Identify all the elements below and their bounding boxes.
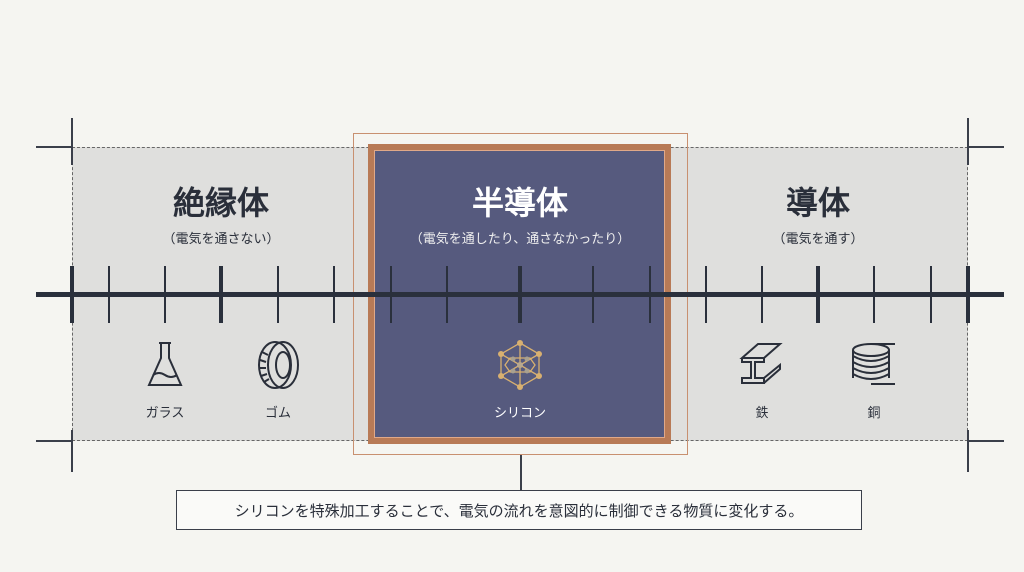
example-label-iron: 鉄 bbox=[755, 406, 769, 421]
axis-minor-tick bbox=[446, 266, 448, 323]
axis-major-tick bbox=[219, 266, 223, 323]
crop-mark bbox=[967, 430, 969, 472]
axis-minor-tick bbox=[649, 266, 651, 323]
axis-major-tick bbox=[70, 266, 74, 323]
axis-major-tick bbox=[966, 266, 970, 323]
crop-mark bbox=[36, 146, 72, 148]
example-label-glass: ガラス bbox=[145, 406, 185, 421]
caption-text: シリコンを特殊加工することで、電気の流れを意図的に制御できる物質に変化する。 bbox=[234, 501, 804, 520]
insulator-subtitle: （電気を通さない） bbox=[162, 232, 280, 247]
axis-minor-tick bbox=[277, 266, 279, 323]
flask-icon bbox=[147, 342, 183, 386]
axis-minor-tick bbox=[705, 266, 707, 323]
example-label-copper: 銅 bbox=[867, 406, 881, 421]
conductor-subtitle: （電気を通す） bbox=[772, 232, 864, 247]
axis-minor-tick bbox=[761, 266, 763, 323]
crystal-lattice-icon bbox=[498, 340, 542, 390]
axis-minor-tick bbox=[333, 266, 335, 323]
axis-minor-tick bbox=[164, 266, 166, 323]
semiconductor-subtitle: （電気を通したり、通さなかったり） bbox=[409, 232, 631, 247]
axis-major-tick bbox=[518, 266, 522, 323]
copper-coil-icon bbox=[852, 343, 895, 385]
steel-beam-icon bbox=[739, 343, 783, 384]
crop-mark bbox=[71, 430, 73, 472]
caption-connector bbox=[520, 455, 522, 490]
semiconductor-title: 半導体 bbox=[471, 184, 568, 222]
axis-minor-tick bbox=[108, 266, 110, 323]
axis-minor-tick bbox=[390, 266, 392, 323]
axis-minor-tick bbox=[592, 266, 594, 323]
axis-major-tick bbox=[816, 266, 820, 323]
crop-mark bbox=[968, 146, 1004, 148]
insulator-title: 絶縁体 bbox=[172, 184, 269, 222]
crop-mark bbox=[967, 118, 969, 165]
example-label-silicon: シリコン bbox=[493, 406, 546, 421]
crop-mark bbox=[71, 118, 73, 165]
crop-mark bbox=[968, 440, 1004, 442]
crop-mark bbox=[36, 440, 72, 442]
tire-icon bbox=[258, 341, 299, 389]
conductor-title: 導体 bbox=[785, 184, 850, 222]
example-label-rubber: ゴム bbox=[264, 406, 291, 421]
axis-minor-tick bbox=[930, 266, 932, 323]
caption-box: シリコンを特殊加工することで、電気の流れを意図的に制御できる物質に変化する。 bbox=[176, 490, 862, 530]
axis-minor-tick bbox=[873, 266, 875, 323]
